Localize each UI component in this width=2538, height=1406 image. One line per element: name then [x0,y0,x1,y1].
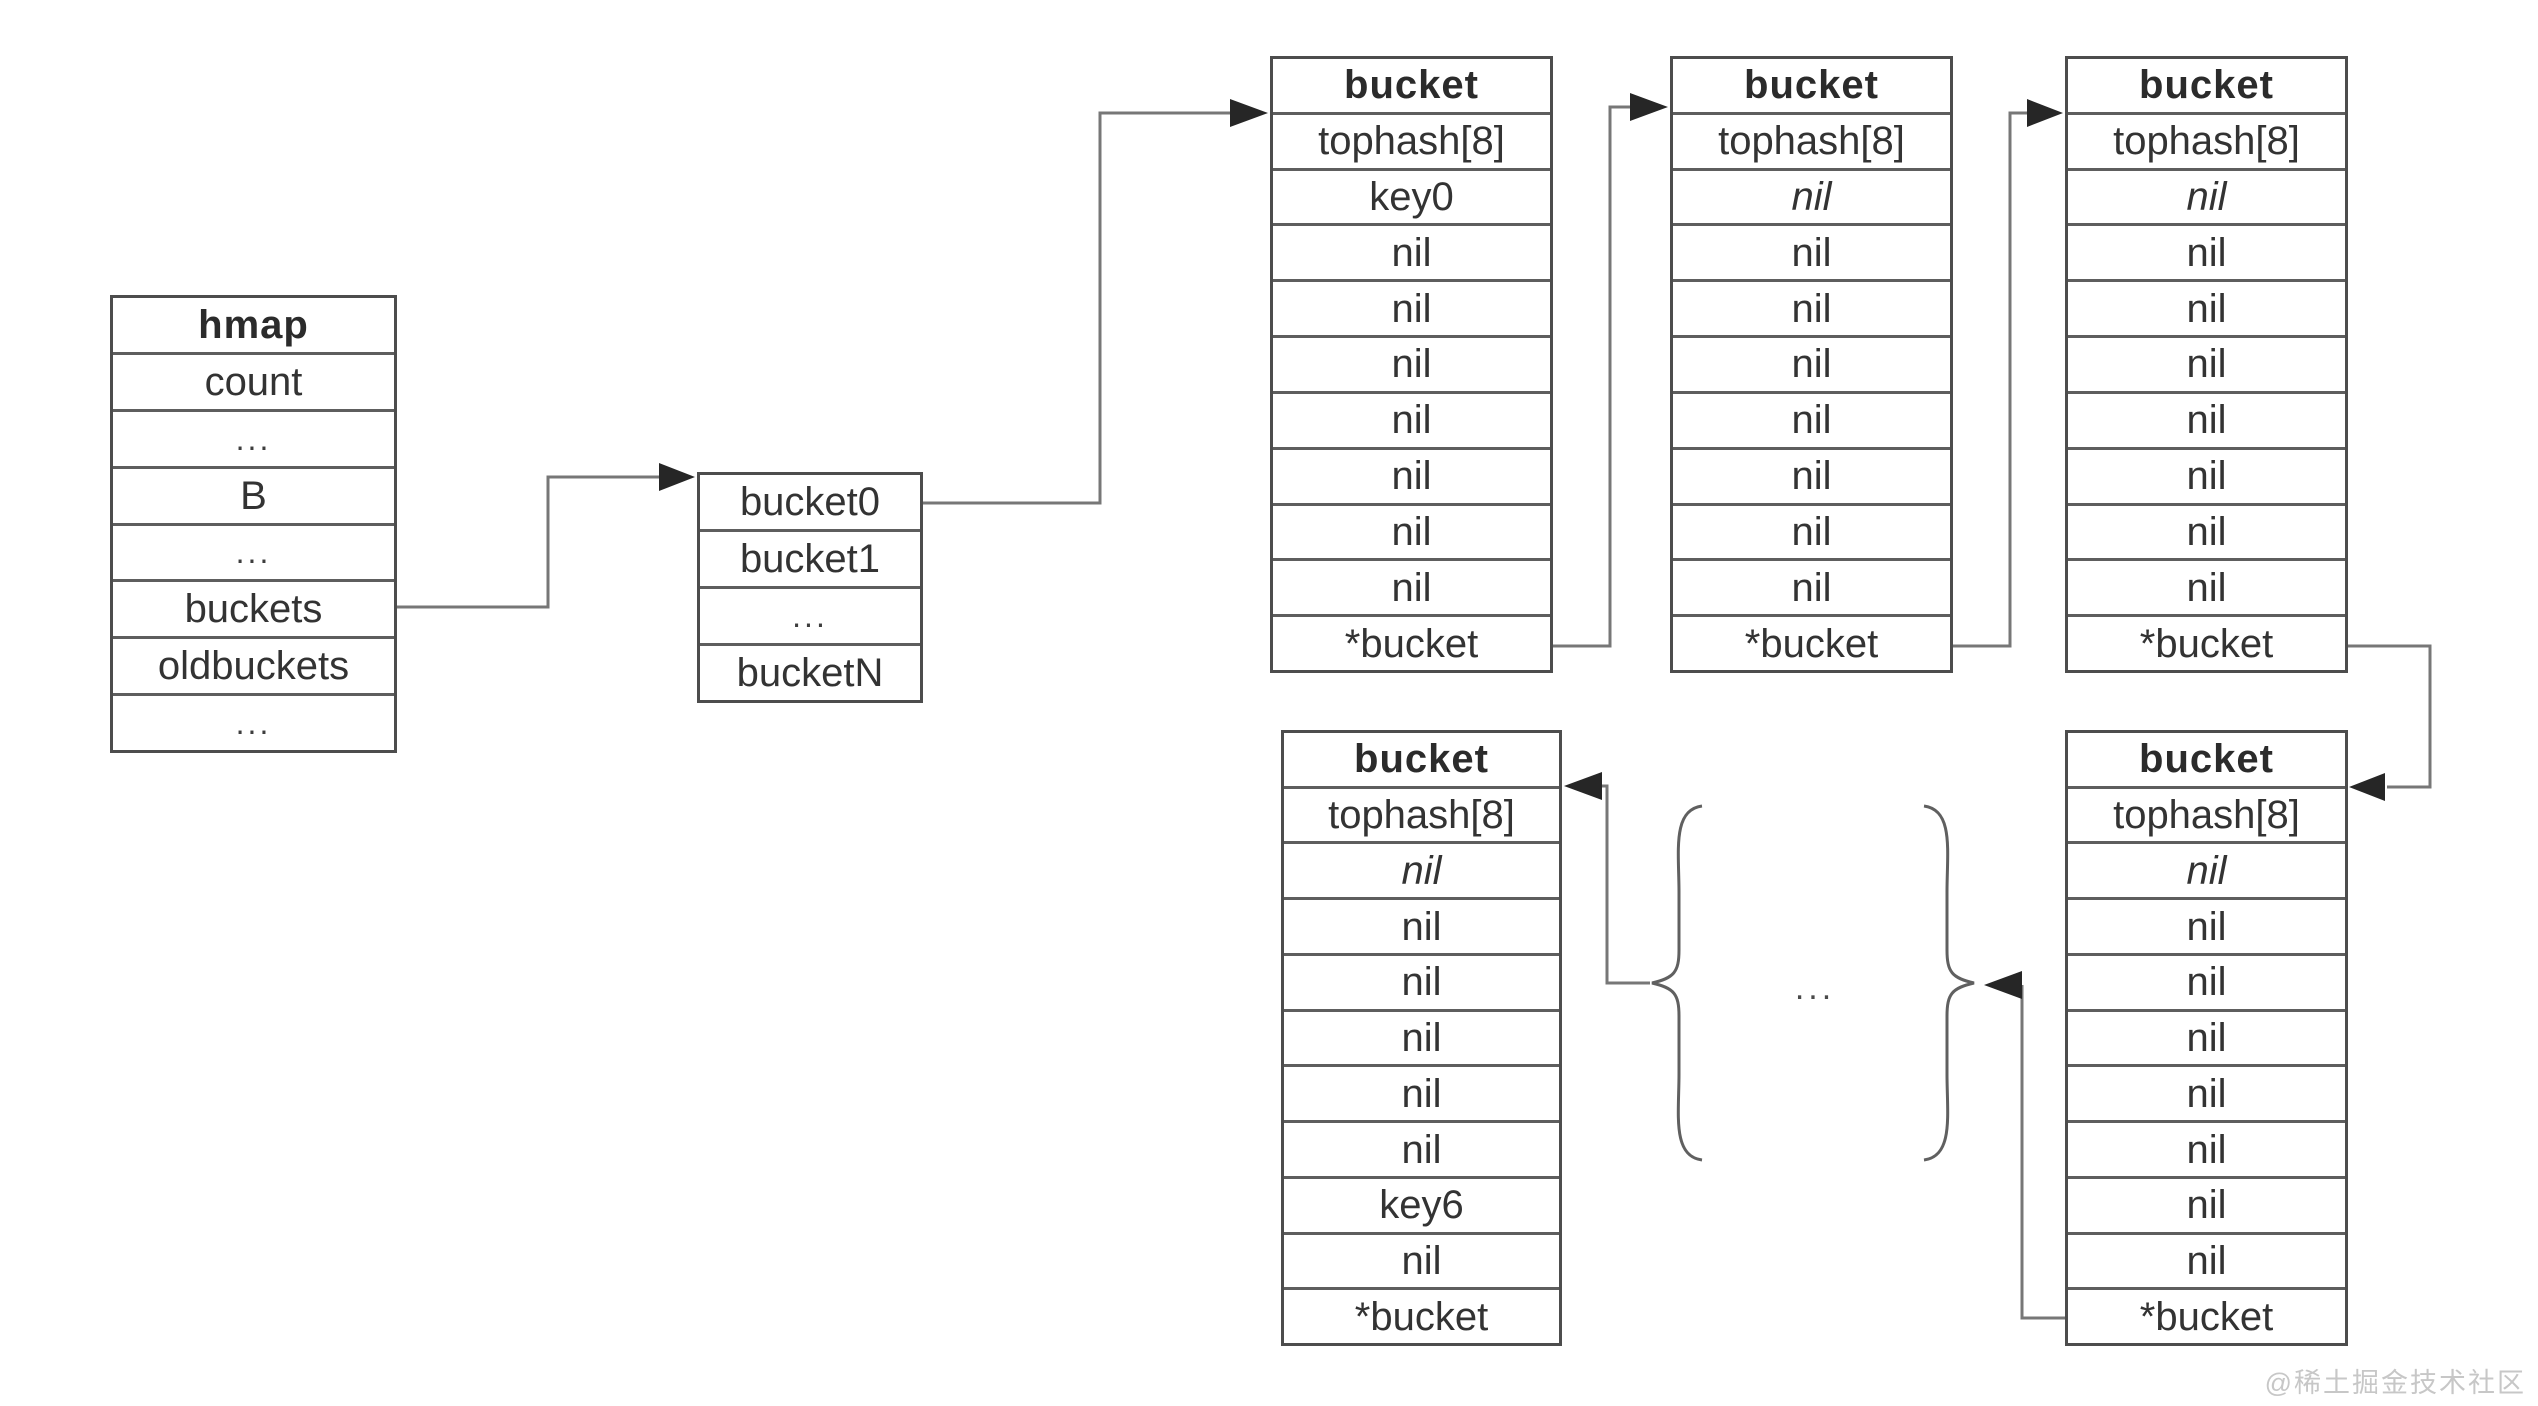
bucket-row-nil-italic: nil [2068,167,2345,224]
bucket-row-nil: nil [1273,446,1550,503]
watermark-text: @稀土掘金技术社区 [2264,1368,2526,1398]
bucket-row-nil: nil [2068,1064,2345,1120]
bucket-row-nil: nil [1284,1120,1559,1176]
bucket-row-nil: nil [2068,558,2345,614]
bucket-array-row-ellipsis: ... [700,586,920,643]
bucket-row-nil: nil [1673,279,1950,335]
bucket-row-nil: nil [2068,1120,2345,1176]
bucket-row-overflow: *bucket [1284,1287,1559,1343]
bucket-row-overflow: *bucket [1673,614,1950,670]
bucket-row-nil: nil [2068,446,2345,503]
bucket-row-overflow: *bucket [1273,614,1550,670]
arrow-node1-overflow-to-node2 [1553,105,1630,648]
bucket-row-nil-italic: nil [2068,841,2345,897]
bucket-row-nil-italic: nil [1284,841,1559,897]
bucket-row-overflow: *bucket [2068,1287,2345,1343]
bucket-row-nil: nil [1284,1231,1559,1288]
bucket-row-nil: nil [1673,390,1950,447]
arrow-node3-overflow-to-node4 [2347,644,2432,789]
bucket-title: bucket [1354,737,1489,782]
bucket-node4-table: bucket tophash[8] nil nil nil nil nil ni… [2065,730,2348,1346]
bucket-row-nil: nil [1273,558,1550,614]
bucket-row-nil: nil [1673,446,1950,503]
bucket-row-nil: nil [2068,897,2345,953]
bucket-last-node-table: bucket tophash[8] nil nil nil nil nil ni… [1281,730,1562,1346]
bucket-array-table: bucket0 bucket1 ... bucketN [697,472,923,703]
bucket-row-nil: nil [1673,558,1950,614]
bucket-row-key0: key0 [1273,167,1550,224]
bucket-row-nil: nil [2068,335,2345,391]
bucket-row-nil: nil [1273,502,1550,559]
bucket-title: bucket [2139,63,2274,108]
bucket-row-overflow: *bucket [2068,614,2345,670]
bucket-title: bucket [2139,737,2274,782]
bucket-row-nil: nil [1273,390,1550,447]
arrowhead-into-node4 [2349,773,2385,801]
bucket-node3-table: bucket tophash[8] nil nil nil nil nil ni… [2065,56,2348,673]
arrow-node4-overflow-to-ellipsis [2020,985,2065,1320]
hmap-row-ellipsis: ... [113,693,394,750]
arrowhead-into-node1 [1230,99,1268,127]
bucket-node2-table: bucket tophash[8] nil nil nil nil nil ni… [1670,56,1953,673]
bucket-row-nil: nil [2068,390,2345,447]
bucket-row-nil: nil [2068,223,2345,279]
hmap-row-buckets: buckets [113,579,394,636]
arrowhead-into-ellipsis [1984,971,2022,999]
arrowhead-into-node3 [2027,99,2063,127]
arrowhead-into-node2 [1630,93,1668,121]
bucket-row-nil: nil [1273,223,1550,279]
bucket-row-nil: nil [2068,1175,2345,1232]
bucket-array-row-bucket1: bucket1 [700,529,920,586]
hmap-row-b: B [113,465,394,523]
bucket-row-nil: nil [1273,335,1550,391]
bucket-row-nil: nil [1284,1064,1559,1120]
right-brace [1923,804,1975,1162]
bucket-row-nil-italic: nil [1673,167,1950,224]
bucket-row-nil: nil [1284,897,1559,953]
bucket-row-tophash: tophash[8] [2068,785,2345,842]
bucket-array-row-bucketn: bucketN [700,643,920,700]
bucket-row-nil: nil [1284,952,1559,1009]
bucket-row-nil: nil [2068,502,2345,559]
bucket-row-nil: nil [2068,1008,2345,1065]
arrow-node2-overflow-to-node3 [1953,111,2027,648]
left-brace [1651,804,1703,1162]
bucket-row-nil: nil [2068,1231,2345,1288]
bucket-row-tophash: tophash[8] [1273,111,1550,168]
arrow-bucket0-to-chain-node1 [923,111,1230,505]
bucket-row-tophash: tophash[8] [1284,785,1559,842]
hmap-struct-table: hmap count ... B ... buckets oldbuckets … [110,295,397,753]
bucket-row-nil: nil [1273,279,1550,335]
bucket-row-key6: key6 [1284,1175,1559,1232]
arrow-ellipsis-to-last-node [1602,784,1650,985]
bucket-title: bucket [1744,63,1879,108]
bucket-row-nil: nil [1284,1008,1559,1065]
bucket-row-nil: nil [1673,502,1950,559]
arrow-hmap-buckets-to-bucket-array [397,475,659,609]
hmap-row-ellipsis: ... [113,408,394,466]
bucket-title: bucket [1344,63,1479,108]
bucket-row-nil: nil [1673,223,1950,279]
bucket-row-tophash: tophash[8] [2068,111,2345,168]
hmap-row-oldbuckets: oldbuckets [113,636,394,693]
bucket-row-nil: nil [1673,335,1950,391]
hmap-title: hmap [198,302,309,347]
overflow-chain-ellipsis: ... [1794,968,1836,1007]
arrowhead-into-last-node [1564,772,1602,800]
bucket-row-tophash: tophash[8] [1673,111,1950,168]
arrowhead-into-bucket-array [659,463,695,491]
hmap-row-count: count [113,351,394,409]
bucket-array-row-bucket0: bucket0 [739,480,881,524]
hmap-row-ellipsis: ... [113,522,394,580]
bucket-row-nil: nil [2068,279,2345,335]
bucket-node1-table: bucket tophash[8] key0 nil nil nil nil n… [1270,56,1553,673]
bucket-row-nil: nil [2068,952,2345,1009]
